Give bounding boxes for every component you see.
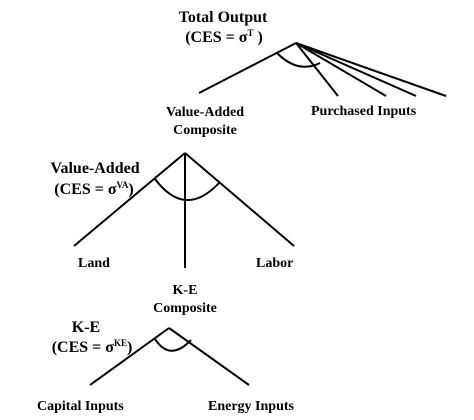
labor-label: Labor: [256, 256, 294, 271]
ke-tree: [89, 327, 250, 386]
value-added-title: Value-Added: [50, 160, 140, 177]
va-branch-land: [73, 152, 186, 247]
total-branch-value-added: [198, 42, 297, 94]
total-branch-4: [295, 42, 447, 97]
total-branch-1: [295, 42, 339, 97]
value-added-composite-label: Value-Added Composite: [165, 105, 245, 138]
value-added-ces: (CES = σVA): [54, 180, 134, 199]
va-ces-arc: [154, 178, 220, 201]
va-branch-labor: [184, 152, 295, 247]
ke-title: K-E: [71, 319, 101, 336]
total-ces-arc: [276, 52, 321, 68]
total-output-tree: [198, 42, 447, 97]
ke-branch-capital: [89, 327, 170, 386]
value-added-tree: [73, 152, 295, 268]
ke-composite-label: K-E Composite: [153, 283, 217, 316]
total-output-title: Total Output: [178, 9, 268, 26]
total-branch-3: [295, 42, 417, 97]
capital-inputs-label: Capital Inputs: [37, 399, 124, 414]
ke-branch-energy: [168, 327, 250, 386]
land-label: Land: [78, 256, 110, 271]
total-output-ces: (CES = σT ): [185, 28, 263, 47]
energy-inputs-label: Energy Inputs: [208, 399, 294, 414]
total-branch-2: [295, 42, 387, 97]
purchased-inputs-label: Purchased Inputs: [311, 104, 417, 119]
ke-ces-arc: [154, 338, 192, 352]
ke-ces: (CES = σKE): [51, 338, 133, 357]
